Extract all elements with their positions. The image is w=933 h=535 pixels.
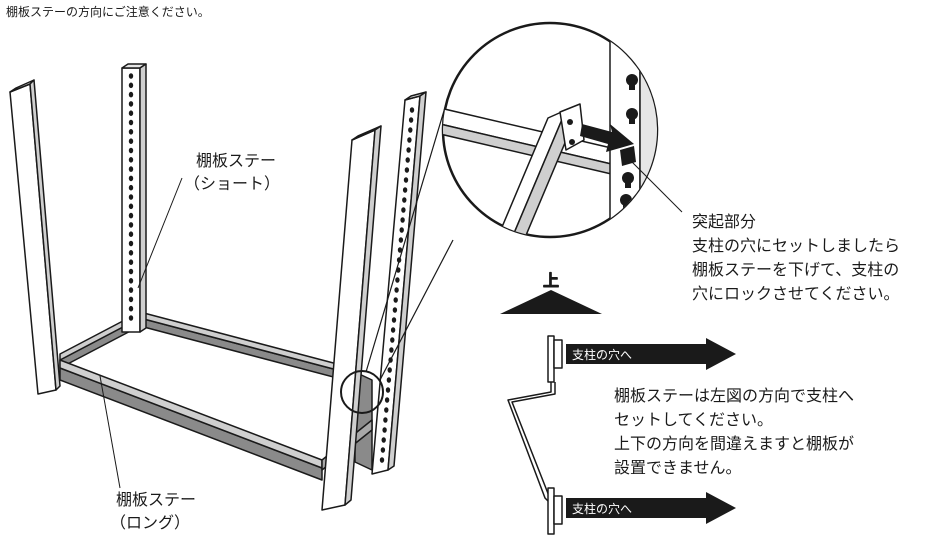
protrusion-callout-line3: 棚板ステーを下げて、支柱の — [692, 260, 900, 279]
post-hole — [404, 167, 410, 173]
protrusion-callout-title: 突起部分 — [692, 212, 757, 231]
post-back-right — [371, 91, 427, 475]
post-hole — [380, 447, 386, 453]
arrow-bottom-label: 支柱の穴へ — [572, 501, 632, 516]
post-hole — [390, 327, 396, 333]
detail-connector-upper — [365, 103, 447, 373]
post-hole — [128, 212, 134, 219]
post-hole — [407, 137, 412, 143]
post-back-left — [121, 63, 147, 333]
post-hole — [128, 231, 134, 237]
short-stay-sublabel: （ショート） — [184, 174, 281, 193]
post-hole — [128, 73, 134, 79]
post-hole — [128, 119, 134, 126]
post-hole — [128, 82, 134, 89]
post-hole — [128, 296, 134, 303]
post-hole — [402, 187, 408, 193]
protrusion-leader — [629, 159, 683, 213]
post-hole — [128, 110, 134, 116]
post-hole — [408, 127, 413, 133]
page-title: 棚板ステーの方向にご注意ください。 — [6, 5, 210, 19]
long-stay-leader — [99, 375, 121, 489]
instruction-line1: 棚板ステーは左図の方向で支柱へ — [614, 386, 855, 405]
instruction-line2: セットしてください。 — [614, 410, 774, 429]
post-front-left — [9, 79, 61, 395]
arrow-top-label: 支柱の穴へ — [572, 347, 632, 362]
protrusion-callout-line2: 支柱の穴にセットしましたら — [692, 236, 901, 255]
long-stay-label: 棚板ステー — [116, 490, 197, 509]
post-hole — [128, 287, 134, 293]
detail-source-circle — [340, 370, 384, 414]
magnified-detail — [441, 21, 659, 239]
post-hole — [400, 217, 405, 223]
up-label: 上 — [543, 271, 559, 290]
post-hole — [394, 287, 399, 293]
post-hole — [128, 203, 134, 210]
post-hole — [398, 237, 404, 243]
protrusion-callout-line4: 穴にロックさせてください。 — [692, 284, 900, 303]
post-hole — [406, 147, 411, 153]
post-hole — [408, 117, 414, 123]
post-hole — [399, 227, 404, 233]
arrow-to-post-bottom: 支柱の穴へ — [566, 492, 736, 524]
post-hole — [128, 138, 134, 144]
post-hole — [409, 107, 415, 113]
post-hole — [384, 397, 390, 403]
short-stay-label: 棚板ステー — [196, 151, 277, 170]
post-hole — [403, 177, 409, 183]
post-hole — [383, 417, 388, 423]
post-hole — [128, 184, 134, 191]
post-hole — [128, 147, 134, 154]
detail-connector-lower — [379, 239, 454, 381]
back-right-post-holes — [379, 107, 415, 463]
short-stay-leader — [137, 177, 183, 289]
post-hole — [128, 222, 134, 228]
up-triangle-icon — [500, 290, 602, 314]
post-hole — [128, 250, 134, 256]
post-hole — [128, 91, 134, 98]
arrow-to-post-top: 支柱の穴へ — [566, 338, 736, 370]
post-hole — [395, 277, 400, 283]
post-hole — [381, 437, 386, 443]
post-hole — [397, 247, 403, 253]
post-hole — [128, 305, 134, 312]
push-direction-arrow — [580, 124, 634, 152]
post-hole — [392, 307, 398, 313]
back-left-post-holes — [128, 73, 134, 321]
stay-profile — [507, 335, 563, 535]
base-frame — [59, 311, 373, 481]
post-hole — [405, 157, 410, 163]
post-hole — [391, 317, 397, 323]
post-hole — [384, 407, 389, 413]
up-indicator: 上 — [500, 270, 602, 314]
post-hole — [128, 268, 134, 275]
post-hole — [387, 367, 392, 373]
post-hole — [389, 347, 394, 353]
post-hole — [128, 315, 134, 321]
post-hole — [128, 175, 134, 182]
post-front-right — [321, 125, 382, 511]
instruction-line4: 設置できません。 — [614, 458, 742, 477]
post-hole — [385, 387, 391, 393]
long-stay-sublabel: （ロング） — [110, 513, 191, 532]
post-hole — [128, 166, 134, 172]
post-hole — [128, 259, 134, 266]
post-hole — [379, 457, 385, 463]
post-hole — [128, 194, 134, 200]
instruction-line3: 上下の方向を間違えますと棚板が — [614, 434, 855, 453]
post-hole — [128, 101, 134, 107]
post-hole — [128, 129, 134, 135]
post-hole — [393, 297, 398, 303]
post-hole — [390, 337, 395, 343]
post-hole — [382, 427, 387, 433]
post-hole — [401, 207, 406, 213]
post-hole — [402, 197, 407, 203]
post-hole — [128, 278, 134, 284]
post-hole — [386, 377, 392, 383]
post-hole — [128, 240, 134, 247]
post-hole — [128, 157, 134, 163]
